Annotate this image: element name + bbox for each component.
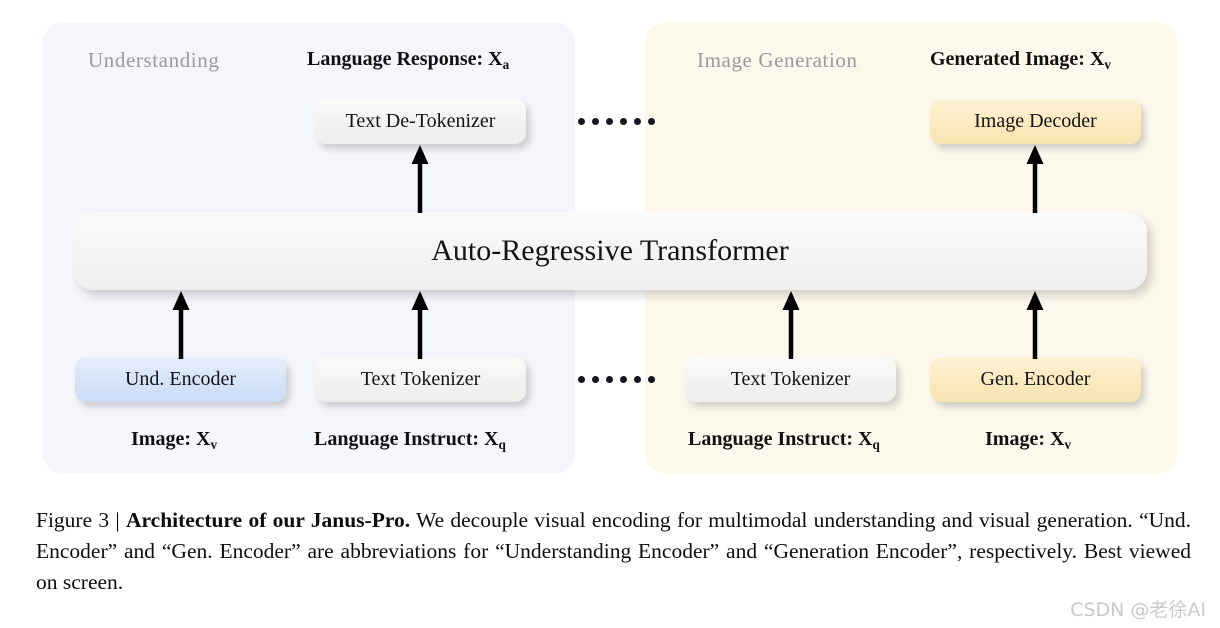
arrow-text-tokenizer-left-to-transformer xyxy=(409,291,431,359)
label-language-instruct-right: Language Instruct: Xq xyxy=(688,428,880,452)
ellipsis-dot xyxy=(578,376,585,383)
label-image-left-text: Image: X xyxy=(131,428,211,450)
arrow-und-encoder-to-transformer xyxy=(170,291,192,359)
label-language-instruct-left-subscript: q xyxy=(498,436,506,452)
label-language-response: Language Response: Xa xyxy=(307,48,510,72)
caption-body: We decouple visual encoding for multimod… xyxy=(36,508,1191,594)
arrow-gen-encoder-to-transformer xyxy=(1024,291,1046,359)
label-generated-image-subscript: v xyxy=(1104,56,1111,72)
arrow-transformer-to-image-decoder xyxy=(1024,145,1046,213)
panel-title-understanding: Understanding xyxy=(88,48,220,72)
arrow-text-tokenizer-right-to-transformer xyxy=(780,291,802,359)
label-generated-image-text: Generated Image: X xyxy=(930,48,1105,70)
label-image-right-text: Image: X xyxy=(985,428,1065,450)
ellipsis-dots-bottom xyxy=(578,376,655,383)
watermark: CSDN @老徐AI xyxy=(1070,599,1206,621)
label-image-right-subscript: v xyxy=(1064,436,1072,452)
ellipsis-dots-top xyxy=(578,118,655,125)
ellipsis-dot xyxy=(634,118,641,125)
figure-caption: Figure 3 | Architecture of our Janus-Pro… xyxy=(36,505,1191,598)
node-text-de-tokenizer: Text De-Tokenizer xyxy=(315,99,526,144)
node-und-encoder: Und. Encoder xyxy=(75,357,286,402)
label-image-right: Image: Xv xyxy=(985,428,1072,452)
node-auto-regressive-transformer: Auto-Regressive Transformer xyxy=(73,212,1147,290)
label-language-response-text: Language Response: X xyxy=(307,48,503,70)
arrow-transformer-to-text-de-tokenizer xyxy=(409,145,431,213)
ellipsis-dot xyxy=(606,118,613,125)
label-language-instruct-left: Language Instruct: Xq xyxy=(314,428,506,452)
node-gen-encoder: Gen. Encoder xyxy=(930,357,1141,402)
ellipsis-dot xyxy=(648,376,655,383)
panel-title-image-generation: Image Generation xyxy=(697,48,858,72)
label-image-left: Image: Xv xyxy=(131,428,218,452)
caption-bold-title: Architecture of our Janus-Pro. xyxy=(125,508,411,532)
node-image-decoder: Image Decoder xyxy=(930,99,1141,144)
label-language-instruct-right-text: Language Instruct: X xyxy=(688,428,873,450)
ellipsis-dot xyxy=(634,376,641,383)
label-generated-image: Generated Image: Xv xyxy=(930,48,1111,72)
ellipsis-dot xyxy=(620,376,627,383)
label-image-left-subscript: v xyxy=(210,436,218,452)
caption-prefix: Figure 3 | xyxy=(36,508,126,532)
ellipsis-dot xyxy=(592,118,599,125)
label-language-response-subscript: a xyxy=(502,56,510,72)
label-language-instruct-left-text: Language Instruct: X xyxy=(314,428,499,450)
node-text-tokenizer-left: Text Tokenizer xyxy=(315,357,526,402)
node-text-tokenizer-right: Text Tokenizer xyxy=(685,357,896,402)
ellipsis-dot xyxy=(648,118,655,125)
ellipsis-dot xyxy=(578,118,585,125)
label-language-instruct-right-subscript: q xyxy=(872,436,880,452)
ellipsis-dot xyxy=(592,376,599,383)
ellipsis-dot xyxy=(606,376,613,383)
ellipsis-dot xyxy=(620,118,627,125)
